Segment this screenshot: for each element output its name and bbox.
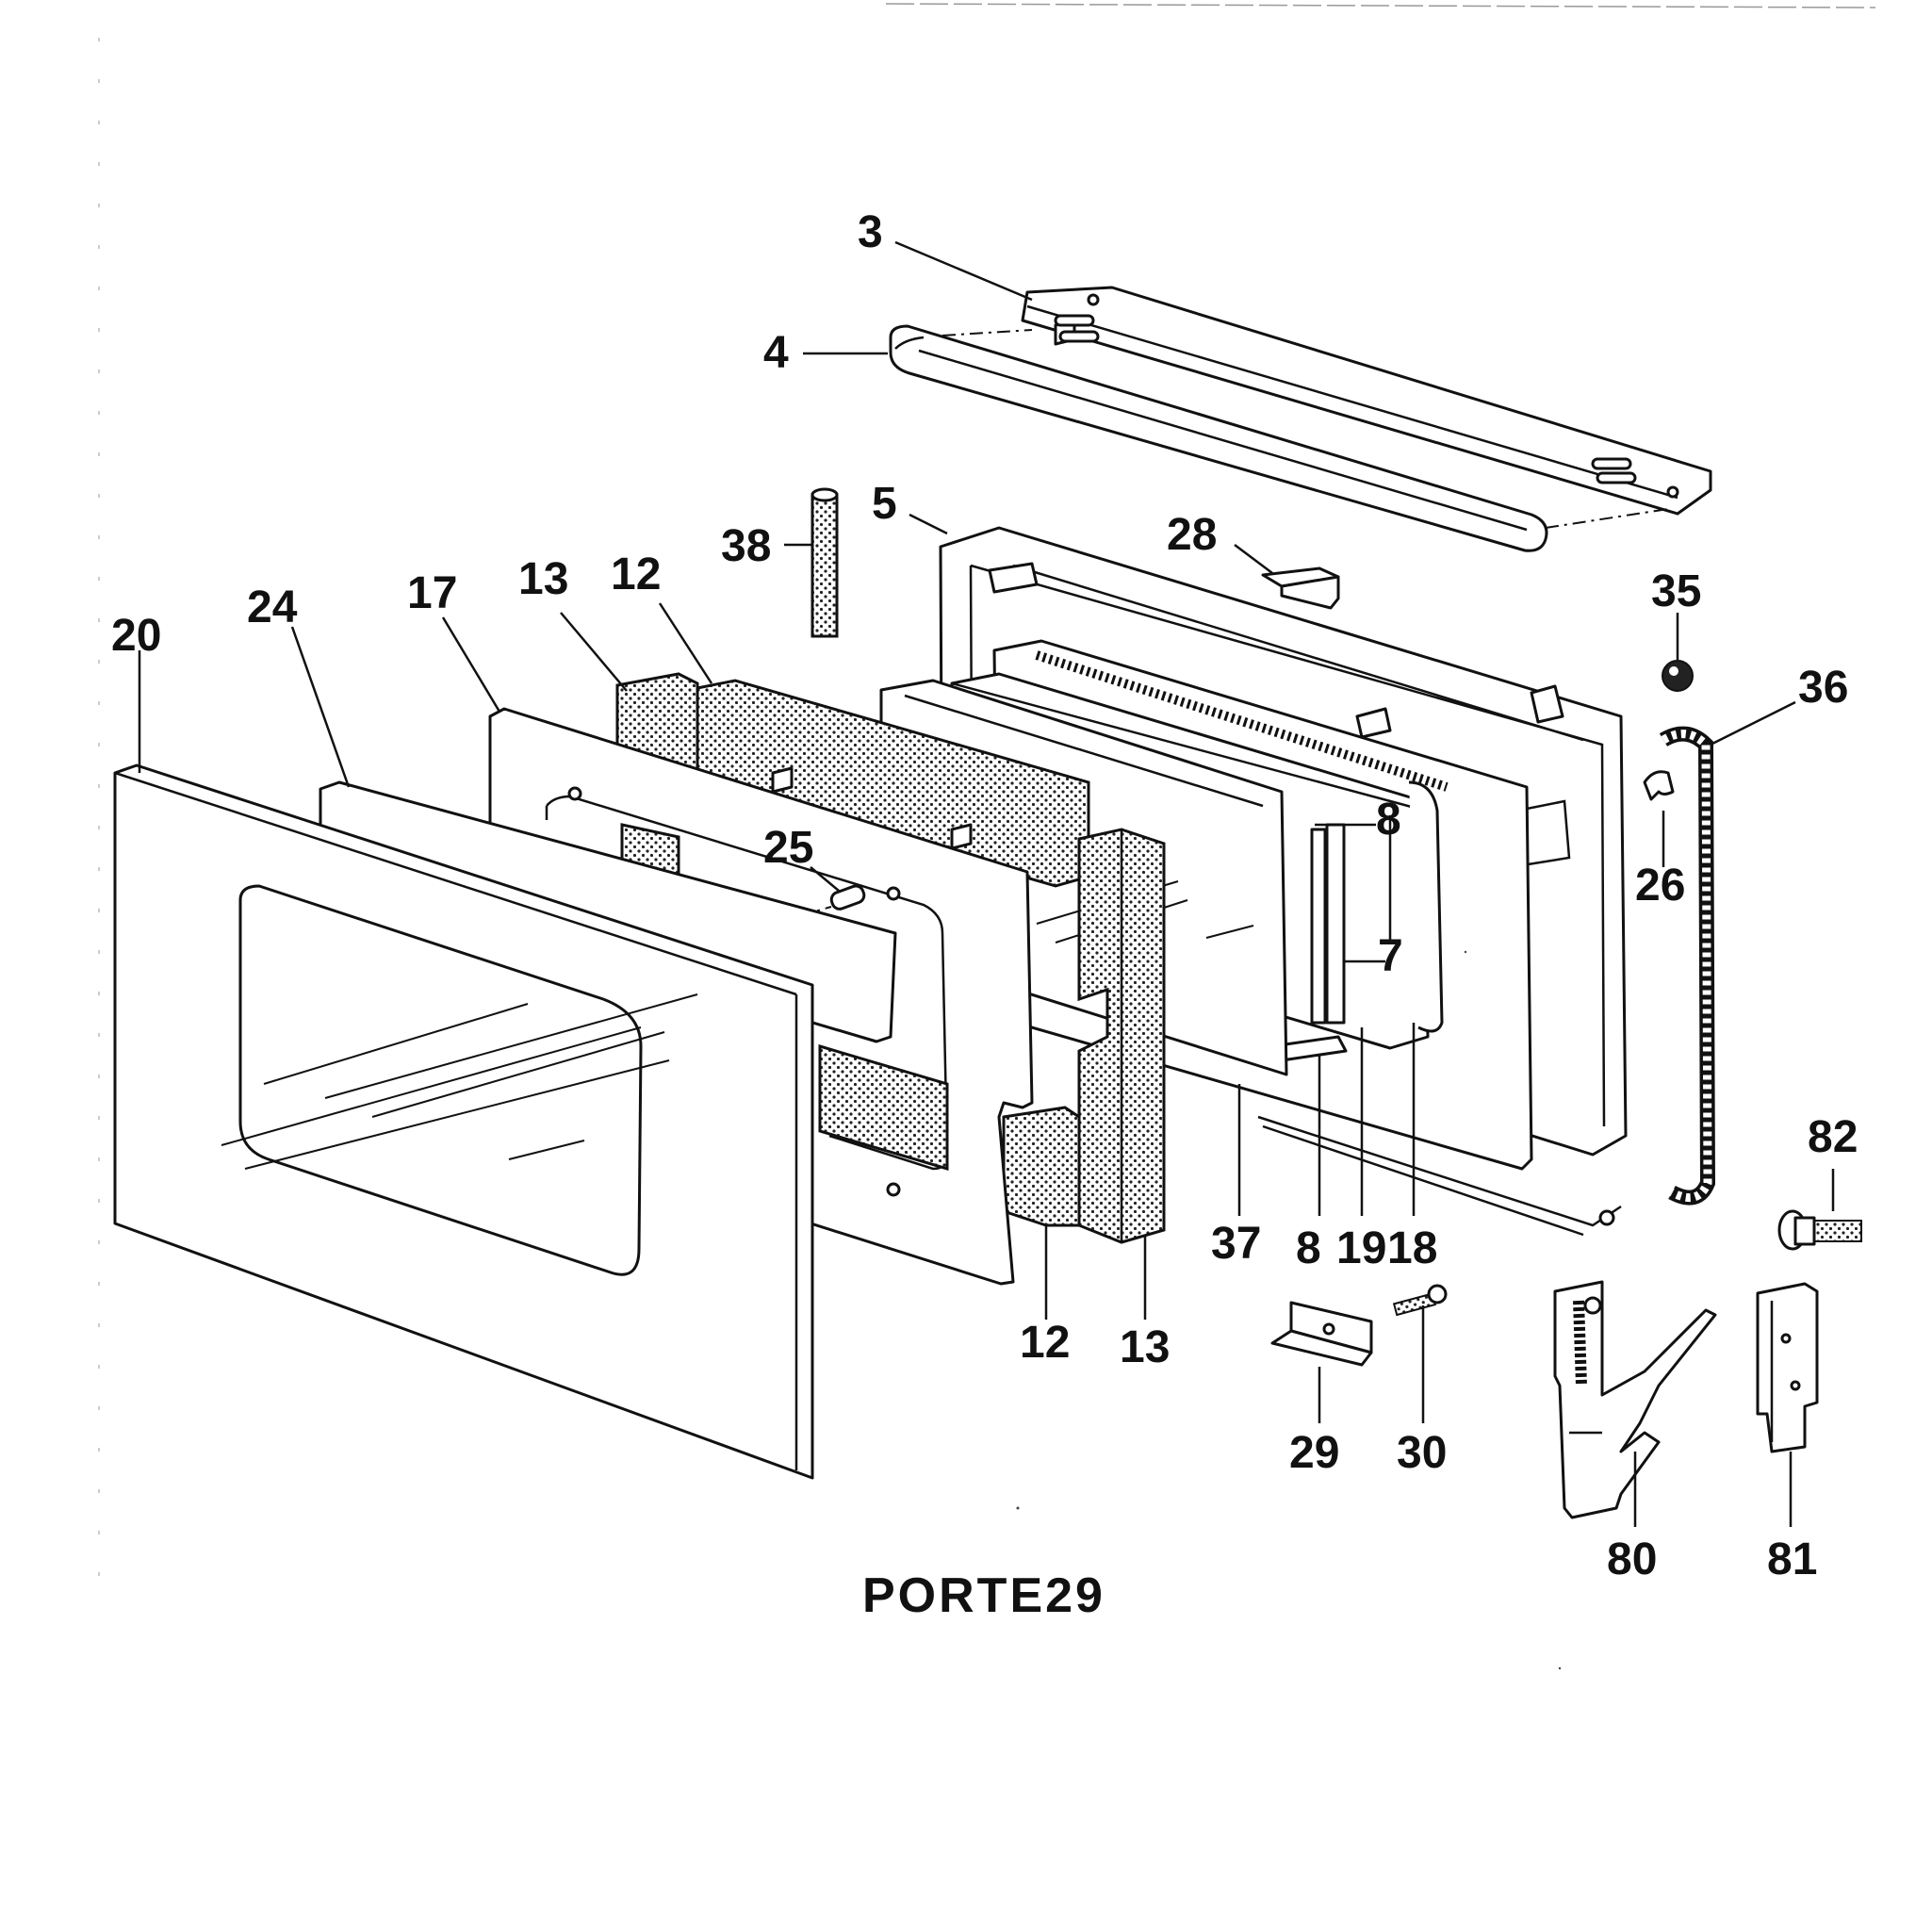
part-20-outer-door <box>113 763 814 1480</box>
part-4-trim-bar <box>889 324 1548 552</box>
part-81-hinge-bracket <box>1756 1282 1819 1453</box>
callout-7: 7 <box>1378 931 1403 981</box>
callout-8-lower: 8 <box>1296 1223 1321 1273</box>
part-7-glass-bar <box>1310 823 1346 1025</box>
callout-20: 20 <box>111 611 161 661</box>
callout-37: 37 <box>1211 1219 1261 1269</box>
part-3-top-rail <box>1021 286 1712 516</box>
callout-81: 81 <box>1767 1534 1817 1584</box>
part-38-seal-strip <box>810 487 839 638</box>
callout-35: 35 <box>1651 566 1701 616</box>
diagram-caption: PORTE29 <box>862 1568 1105 1623</box>
callout-28: 28 <box>1167 510 1217 560</box>
part-12-insulation-lower <box>1002 1106 1081 1227</box>
part-29-mount-plate <box>1270 1301 1373 1367</box>
callout-18: 18 <box>1387 1223 1437 1273</box>
callout-30: 30 <box>1397 1428 1447 1478</box>
callout-12-lower: 12 <box>1020 1318 1070 1368</box>
part-82-bolt <box>1777 1209 1862 1251</box>
callout-3: 3 <box>858 207 883 257</box>
callout-36: 36 <box>1798 663 1848 713</box>
callout-13-upper: 13 <box>518 554 568 604</box>
part-36-gasket <box>1659 726 1716 1206</box>
callout-29: 29 <box>1289 1428 1339 1478</box>
part-30-screw <box>1392 1284 1448 1317</box>
callout-80: 80 <box>1607 1534 1657 1584</box>
part-28-clip <box>1261 566 1340 610</box>
callout-82: 82 <box>1808 1112 1858 1162</box>
callout-19: 19 <box>1336 1223 1386 1273</box>
part-35-knob <box>1662 660 1694 692</box>
callout-17: 17 <box>407 568 457 618</box>
callout-4: 4 <box>763 328 789 378</box>
callout-5: 5 <box>872 479 897 529</box>
callout-38: 38 <box>721 521 771 571</box>
callout-8-upper: 8 <box>1376 795 1401 845</box>
callout-13-lower: 13 <box>1120 1322 1170 1372</box>
callout-26: 26 <box>1635 861 1685 911</box>
part-80-hinge <box>1553 1280 1717 1519</box>
part-26-hook <box>1643 770 1675 801</box>
callout-25: 25 <box>763 823 813 873</box>
callout-24: 24 <box>247 583 298 632</box>
callout-12-upper: 12 <box>611 550 661 599</box>
